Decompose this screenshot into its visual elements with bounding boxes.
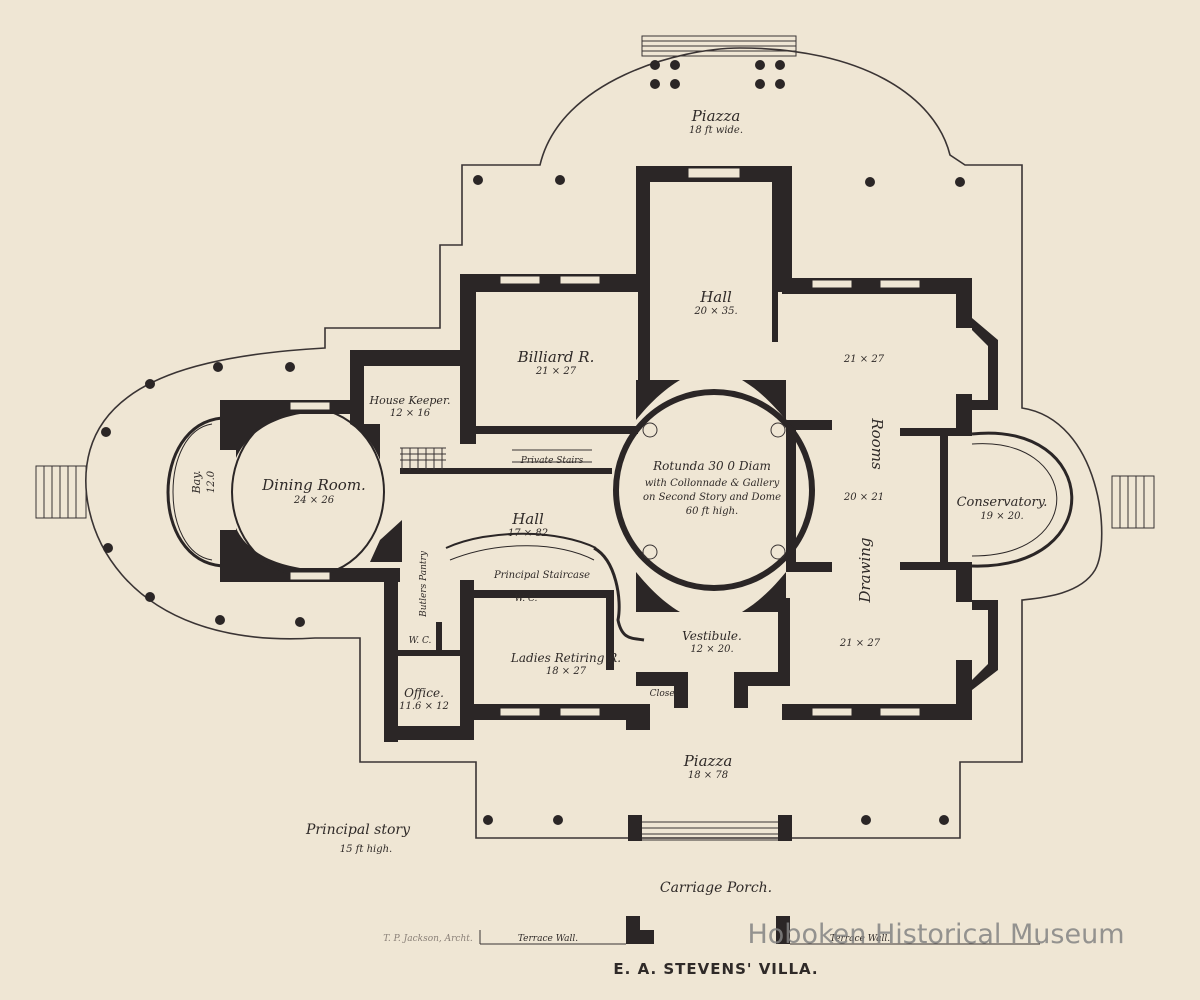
wc-1-label: W. C. [409,636,432,646]
plan-title: E. A. STEVENS' VILLA. [613,960,818,978]
south-steps [628,815,792,841]
piazza-north-dim: 18 ft wide. [689,125,743,136]
windows [289,167,921,717]
rotunda-line4: 60 ft high. [686,506,738,517]
house-keeper-label: House Keeper. [369,394,451,407]
architect-credit: T. P. Jackson, Archt. [383,934,473,944]
story-label: Principal story [305,822,411,838]
bay-label: Bay. [190,471,203,495]
story-height: 15 ft high. [340,844,392,855]
piazza-south-label: Piazza [683,752,733,770]
wc-2-label: W. C. [515,594,538,604]
conservatory-arc [971,431,1074,568]
dining-room-label: Dining Room. [261,476,366,494]
rotunda-line3: on Second Story and Dome [643,492,781,503]
carriage-porch-label: Carriage Porch. [660,880,772,896]
hall-main-dim: 17 × 82 [508,528,548,539]
rotunda-columns [642,422,786,560]
east-steps [1111,475,1155,529]
private-stairs-treads [400,447,592,470]
drawing-ne-dim: 21 × 27 [843,354,885,365]
rotunda-line2: with Collonnade & Gallery [645,478,780,489]
rotunda-ring [613,389,815,591]
conservatory-label: Conservatory. [957,495,1048,510]
walls [220,166,998,742]
museum-watermark: Hoboken Historical Museum [747,919,1124,950]
columns [101,60,965,825]
piazza-north-label: Piazza [691,107,741,125]
principal-staircase-treads [445,532,645,642]
ladies-retiring-label: Ladies Retiring R. [510,651,621,665]
billiard-label: Billiard R. [517,348,595,366]
north-steps [641,35,797,57]
rooms-word: Rooms [868,417,886,470]
piazza-south-dim: 18 × 78 [688,770,728,781]
terrace-outline [85,47,1103,839]
west-steps [35,465,87,519]
hall-main-label: Hall [511,510,544,528]
terrace-wall-right: Terrace Wall. [830,934,890,944]
drawing-mid-dim: 20 × 21 [843,492,884,503]
west-bay-inner [172,423,213,561]
principal-staircase-label: Principal Staircase [493,570,590,581]
closet-label: Closet [650,689,679,699]
vestibule-label: Vestibule. [682,629,742,643]
office-dim: 11.6 × 12 [399,701,449,712]
bay-dim: 12.0 [206,470,217,493]
private-stairs-label: Private Stairs [520,456,584,466]
house-keeper-dim: 12 × 16 [390,408,431,419]
billiard-dim: 21 × 27 [535,366,577,377]
ladies-retiring-dim: 18 × 27 [546,666,587,677]
hall-north-dim: 20 × 35. [693,306,737,317]
terrace-wall [479,916,1040,945]
dining-room-dim: 24 × 26 [293,495,335,506]
conservatory-dim: 19 × 20. [980,511,1023,522]
office-label: Office. [404,686,444,700]
rotunda-line1: Rotunda 30 0 Diam [652,459,771,473]
drawing-se-dim: 21 × 27 [839,638,881,649]
west-bay [166,416,223,568]
drawing-word: Drawing [856,537,874,603]
butlers-pantry-label: Butlers Pantry [419,550,429,618]
terrace-wall-left: Terrace Wall. [518,934,578,944]
conservatory-arc-inner [971,443,1058,557]
vestibule-dim: 12 × 20. [690,644,733,655]
hall-north-label: Hall [699,288,732,306]
